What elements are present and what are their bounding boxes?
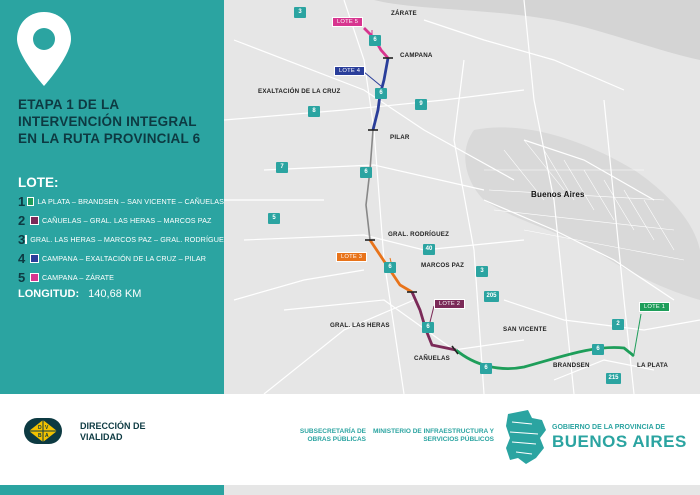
gobierno-label: GOBIERNO DE LA PROVINCIA DE bbox=[552, 424, 666, 431]
route-shield: 9 bbox=[415, 99, 427, 110]
legend-header: LOTE: bbox=[18, 175, 59, 190]
dvba-letter-b: B bbox=[38, 433, 42, 439]
lote-tag-5: LOTE 5 bbox=[332, 17, 364, 27]
route-shield: 6 bbox=[480, 363, 492, 374]
legend-list: 1 LA PLATA – BRANDSEN – SAN VICENTE – CA… bbox=[18, 192, 228, 287]
route-shield: 5 bbox=[268, 213, 280, 224]
route-shield: 6 bbox=[592, 344, 604, 355]
place-gral-las-heras: GRAL. LAS HERAS bbox=[330, 322, 390, 329]
lote-tag-4: LOTE 4 bbox=[334, 66, 366, 76]
dvba-letter-d: D bbox=[38, 425, 42, 431]
route-shield: 7 bbox=[276, 162, 288, 173]
place-zarate: ZÁRATE bbox=[391, 10, 417, 17]
route-shield: 2 bbox=[612, 319, 624, 330]
direccion-vialidad: DIRECCIÓN DE VIALIDAD bbox=[80, 421, 146, 442]
urban-area bbox=[465, 127, 700, 300]
province-map-icon bbox=[506, 410, 546, 464]
legend-text: CAMPANA – EXALTACIÓN DE LA CRUZ – PILAR bbox=[42, 254, 207, 263]
legend-swatch bbox=[27, 197, 35, 206]
legend-item: 5 CAMPANA – ZÁRATE bbox=[18, 268, 224, 287]
length-info: LONGITUD: 140,68 KM bbox=[18, 288, 141, 300]
place-canuelas: CAÑUELAS bbox=[414, 355, 450, 362]
route-shield: 6 bbox=[360, 167, 372, 178]
lote-tag-3: LOTE 3 bbox=[336, 252, 368, 262]
route-lote1 bbox=[455, 346, 635, 370]
place-brandsen: BRANDSEN bbox=[553, 362, 590, 369]
legend-item: 2 CAÑUELAS – GRAL. LAS HERAS – MARCOS PA… bbox=[18, 211, 224, 230]
lote-tag-1: LOTE 1 bbox=[639, 302, 671, 312]
legend-text: CAÑUELAS – GRAL. LAS HERAS – MARCOS PAZ bbox=[42, 216, 212, 225]
route-shield: 215 bbox=[606, 373, 621, 384]
route-shield: 6 bbox=[375, 88, 387, 99]
place-la-plata: LA PLATA bbox=[637, 362, 669, 369]
dvba-logo: D V B A bbox=[24, 418, 62, 444]
footer-bar bbox=[0, 485, 224, 495]
route-shield: 3 bbox=[294, 7, 306, 18]
route-shield: 6 bbox=[422, 322, 434, 333]
road-network bbox=[224, 0, 700, 394]
legend-number: 1 bbox=[18, 194, 26, 209]
footer-bar-gray bbox=[224, 485, 700, 495]
legend-text: CAMPANA – ZÁRATE bbox=[42, 273, 115, 282]
legend-item: 4 CAMPANA – EXALTACIÓN DE LA CRUZ – PILA… bbox=[18, 249, 224, 268]
map-canvas bbox=[224, 0, 700, 394]
legend-number: 3 bbox=[18, 232, 26, 247]
legend-number: 5 bbox=[18, 270, 26, 285]
info-panel: ETAPA 1 DE LA INTERVENCIÓN INTEGRAL EN L… bbox=[0, 0, 228, 394]
length-label: LONGITUD: bbox=[18, 288, 80, 300]
place-san-vicente: SAN VICENTE bbox=[503, 326, 547, 333]
route-shield: 205 bbox=[484, 291, 499, 302]
provincia-label: BUENOS AIRES bbox=[552, 432, 687, 451]
legend-number: 4 bbox=[18, 251, 26, 266]
route-shield: 8 bbox=[308, 106, 320, 117]
legend-text: GRAL. LAS HERAS – MARCOS PAZ – GRAL. ROD… bbox=[30, 235, 229, 244]
route-shield: 3 bbox=[476, 266, 488, 277]
route-6-gray bbox=[365, 129, 374, 241]
dvba-letter-a: A bbox=[45, 433, 49, 439]
place-pilar: PILAR bbox=[390, 134, 410, 141]
legend-item: 1 LA PLATA – BRANDSEN – SAN VICENTE – CA… bbox=[18, 192, 224, 211]
legend-swatch bbox=[30, 254, 39, 263]
place-campana: CAMPANA bbox=[400, 52, 433, 59]
place-gral-rodriguez: GRAL. RODRÍGUEZ bbox=[388, 231, 450, 238]
place-exaltacion: EXALTACIÓN DE LA CRUZ bbox=[258, 88, 341, 95]
location-pin-icon bbox=[17, 12, 71, 86]
legend-swatch bbox=[30, 216, 39, 225]
tag-leaders bbox=[363, 30, 642, 355]
legend-text: LA PLATA – BRANDSEN – SAN VICENTE – CAÑU… bbox=[37, 197, 224, 206]
footer: D V B A DIRECCIÓN DE VIALIDAD SUBSECRETA… bbox=[0, 394, 700, 495]
place-marcos-paz: MARCOS PAZ bbox=[421, 262, 465, 269]
lote-tag-2: LOTE 2 bbox=[434, 299, 466, 309]
route-shield: 40 bbox=[423, 244, 435, 255]
legend-item: 3 GRAL. LAS HERAS – MARCOS PAZ – GRAL. R… bbox=[18, 230, 228, 249]
legend-number: 2 bbox=[18, 213, 26, 228]
route-shield: 6 bbox=[384, 262, 396, 273]
legend-swatch bbox=[30, 273, 39, 282]
place-buenos-aires: Buenos Aires bbox=[531, 190, 585, 199]
river-delta bbox=[324, 0, 700, 60]
lote-separators bbox=[365, 57, 459, 355]
length-value: 140,68 KM bbox=[88, 288, 142, 300]
page-title: ETAPA 1 DE LA INTERVENCIÓN INTEGRAL EN L… bbox=[18, 97, 201, 146]
route-shield: 6 bbox=[369, 35, 381, 46]
ministerio: MINISTERIO DE INFRAESTRUCTURA Y SERVICIO… bbox=[373, 428, 494, 443]
dvba-letter-v: V bbox=[45, 425, 49, 431]
urban-streets bbox=[484, 139, 685, 261]
subsecretaria: SUBSECRETARÍA DE OBRAS PÚBLICAS bbox=[299, 428, 366, 443]
legend-swatch bbox=[25, 235, 28, 244]
map[interactable]: ZÁRATE CAMPANA EXALTACIÓN DE LA CRUZ PIL… bbox=[224, 0, 700, 394]
